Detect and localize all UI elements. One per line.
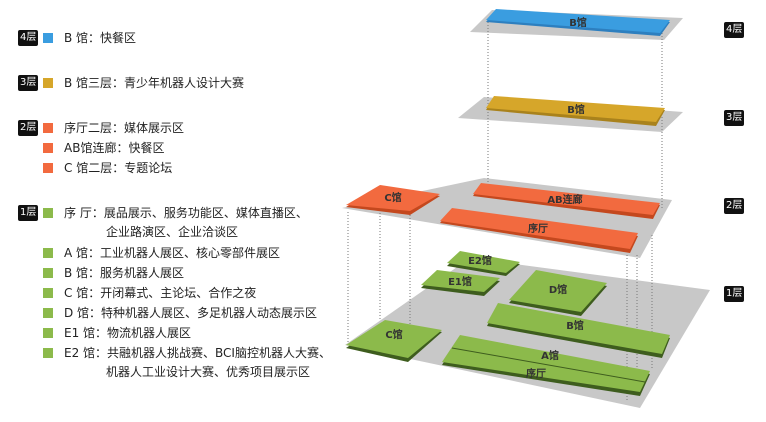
legend-text: E2 馆：共融机器人挑战赛、BCI脑控机器人大赛、 — [64, 346, 331, 360]
slab-4f-b — [486, 9, 670, 33]
legend-text: C 馆二层：专题论坛 — [64, 161, 173, 175]
slab-2f-c — [346, 185, 440, 211]
legend-swatch-green — [43, 268, 53, 278]
slab-1f-e2 — [447, 251, 520, 273]
slab-label: E2馆 — [468, 254, 492, 267]
legend-swatch-green — [43, 328, 53, 338]
legend-swatch-yellow — [43, 78, 53, 88]
legend-swatch-blue — [43, 33, 53, 43]
slab-2f-ab-corridor — [473, 183, 660, 215]
legend-text: C 馆：开闭幕式、主论坛、合作之夜 — [64, 286, 257, 300]
slab-label: 序厅 — [526, 367, 546, 380]
slab-3f-b — [486, 96, 665, 122]
legend-text: E1 馆：物流机器人展区 — [64, 326, 192, 340]
floor-badge-right-3: 3层 — [724, 110, 745, 126]
legend-text-cont: 企业路演区、企业洽谈区 — [106, 225, 239, 239]
slab-1f-c — [346, 320, 442, 358]
legend-text: 序厅二层：媒体展示区 — [64, 121, 185, 135]
slab-label: C馆 — [384, 191, 401, 204]
floor-badge-right-1: 1层 — [724, 286, 745, 302]
floor-badge-right-2: 2层 — [724, 198, 745, 214]
legend-text: B 馆：服务机器人展区 — [64, 266, 185, 280]
floor-badge-right-4: 4层 — [724, 22, 745, 38]
floor-badge-4: 4层 — [18, 30, 39, 46]
slab-1f-e1 — [421, 270, 500, 292]
legend-text: AB馆连廊：快餐区 — [64, 141, 165, 155]
legend-swatch-green — [43, 348, 53, 358]
legend-swatch-orange — [43, 143, 53, 153]
floor-badge-3: 3层 — [18, 75, 39, 91]
slab-1f-d — [509, 270, 607, 312]
legend-swatch-green — [43, 308, 53, 318]
legend-text: A 馆：工业机器人展区、核心零部件展区 — [64, 246, 281, 260]
legend-text: 序 厅：展品展示、服务功能区、媒体直播区、 — [64, 206, 308, 220]
slab-label: D馆 — [549, 283, 567, 296]
legend-swatch-orange — [43, 123, 53, 133]
legend-text: B 馆：快餐区 — [64, 31, 137, 45]
slab-1f-b — [487, 303, 670, 354]
slab-2f-lobby — [440, 208, 638, 249]
slab-1f-a-lobby — [442, 335, 650, 392]
slab-label: AB连廊 — [547, 193, 582, 206]
floor-badge-2: 2层 — [18, 120, 39, 136]
slab-label: C馆 — [385, 328, 402, 341]
legend-swatch-orange — [43, 163, 53, 173]
legend-text: B 馆三层：青少年机器人设计大赛 — [64, 76, 245, 90]
slab-label: B馆 — [567, 103, 585, 116]
slab-label: E1馆 — [448, 275, 472, 288]
legend-swatch-green — [43, 248, 53, 258]
floor-badge-1: 1层 — [18, 205, 39, 221]
slab-label: B馆 — [566, 319, 584, 332]
slab-label: B馆 — [569, 16, 587, 29]
slab-label: A馆 — [541, 349, 559, 362]
legend-text: D 馆：特种机器人展区、多足机器人动态展示区 — [64, 306, 318, 320]
legend-swatch-green — [43, 208, 53, 218]
legend-swatch-green — [43, 288, 53, 298]
legend-text-cont: 机器人工业设计大赛、优秀项目展示区 — [106, 365, 311, 379]
slab-label: 序厅 — [528, 222, 548, 235]
